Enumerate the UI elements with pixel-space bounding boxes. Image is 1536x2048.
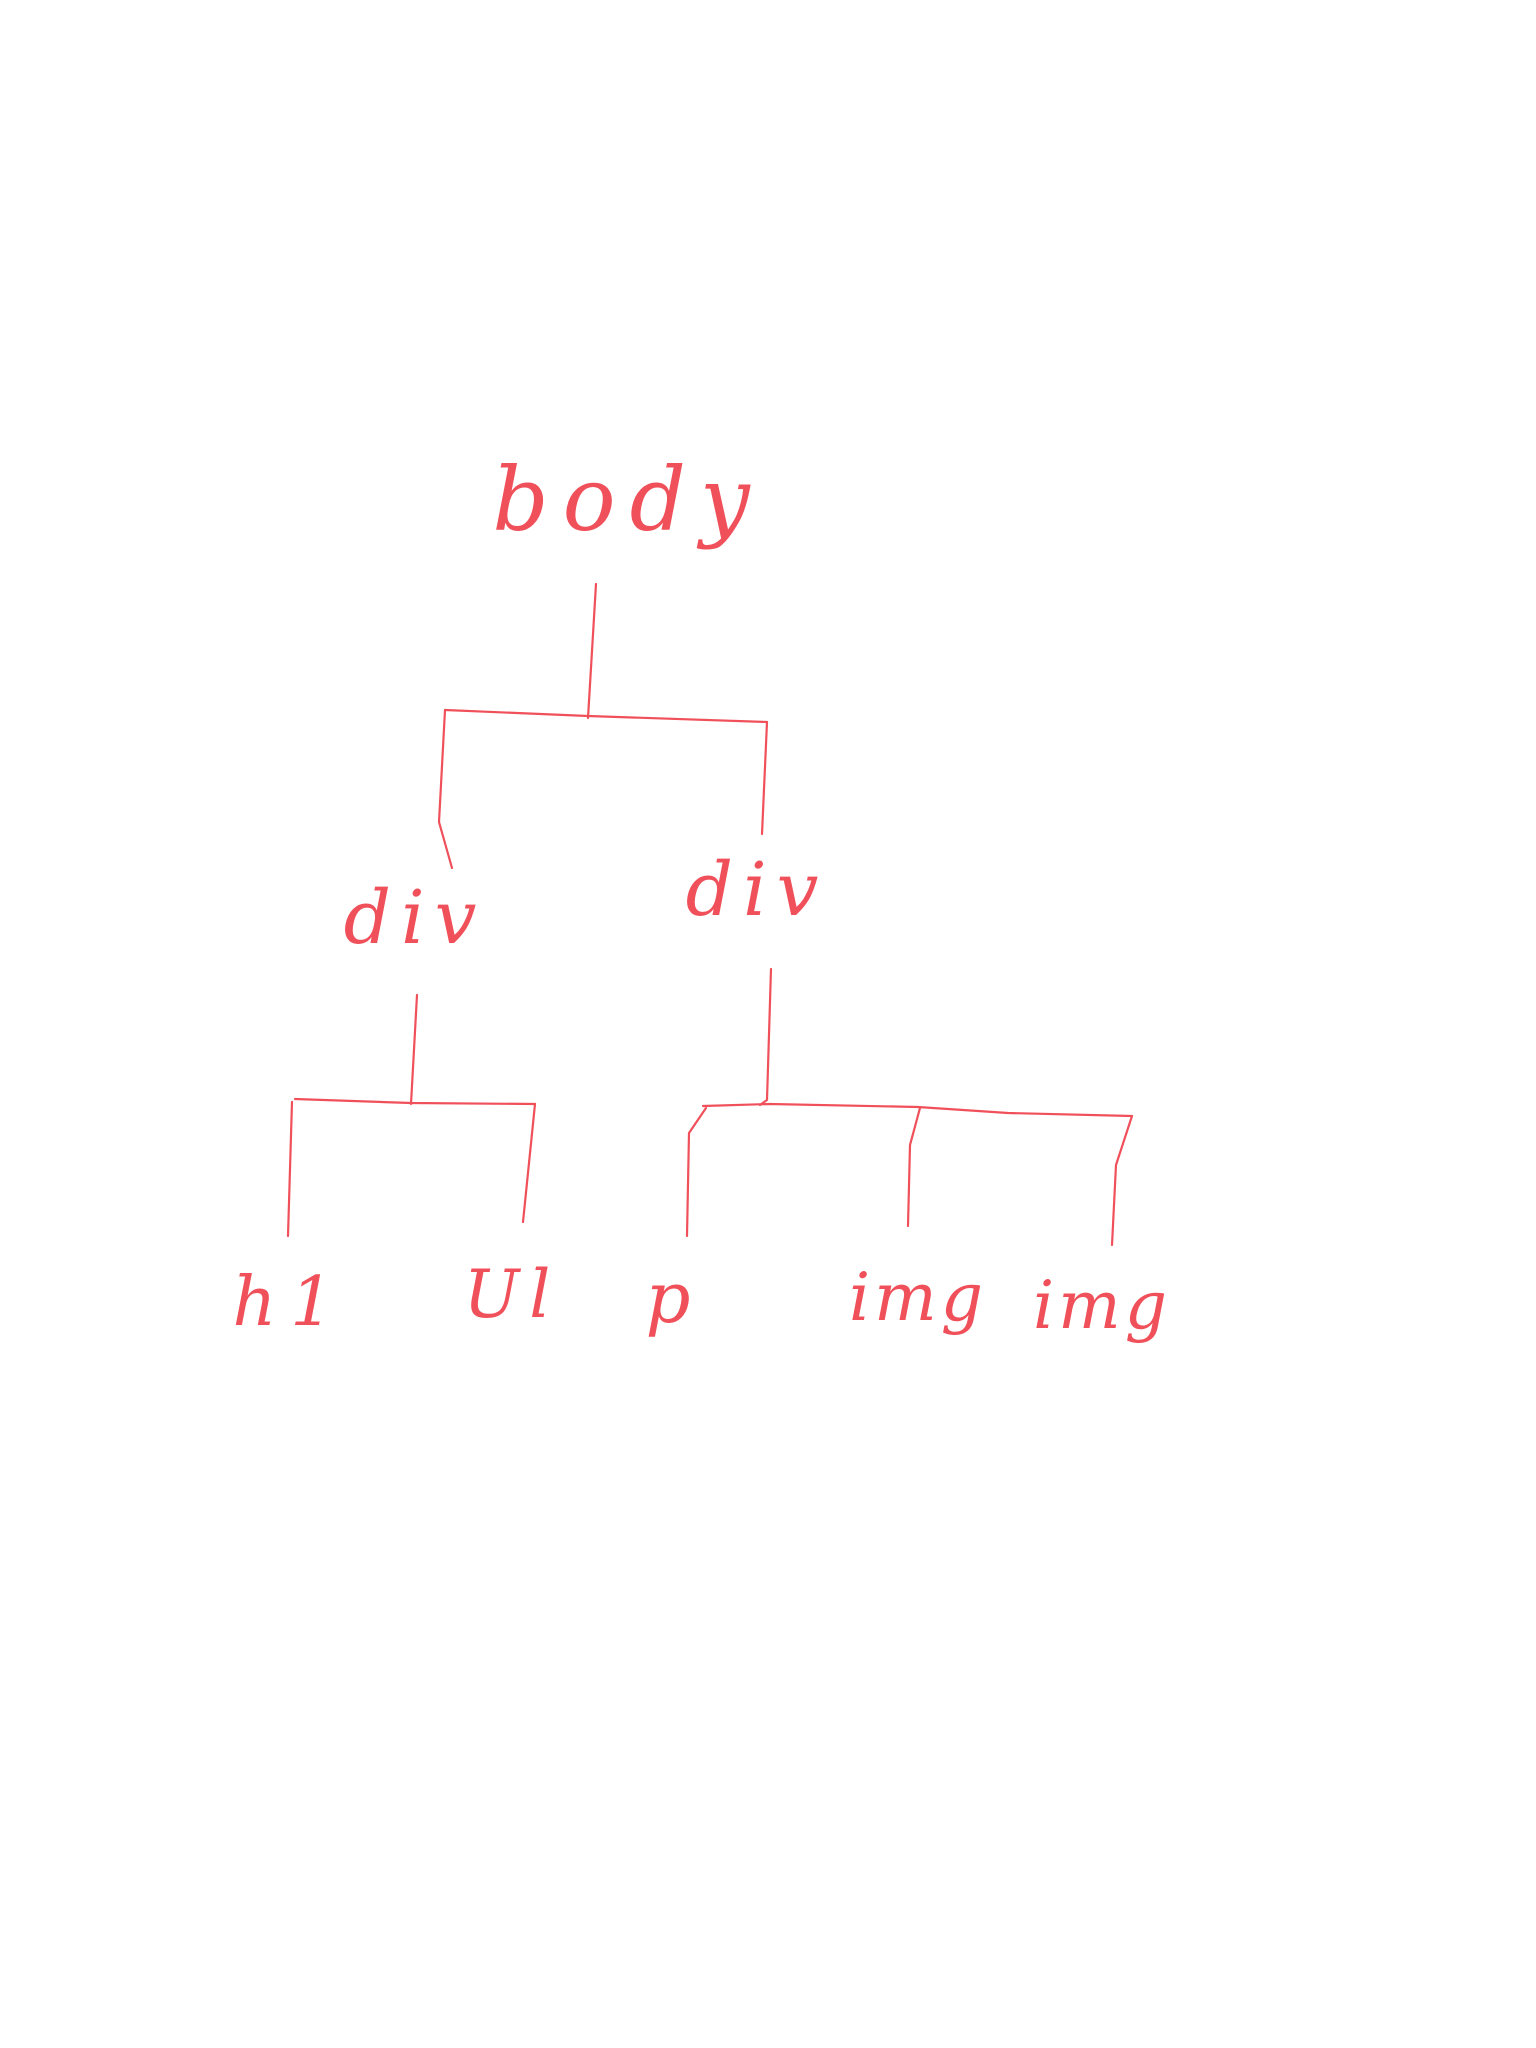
connector-div-right-bracket [701,1102,1134,1118]
connector-drop-p [685,1106,708,1238]
node-div-right: div [685,847,829,933]
node-p: p [645,1257,701,1339]
connector-div-left-bracket [293,1097,537,1106]
connector-drop-div-right [760,720,769,836]
connector-body-stem [586,582,598,720]
connector-div-left-stem [409,993,419,1106]
connector-body-bracket [443,708,769,724]
node-ul: Ul [463,1256,561,1333]
connector-drop-div-left [437,708,454,870]
node-body: body [492,448,764,551]
connector-drop-img-2 [1110,1114,1134,1247]
node-img-first: img [849,1259,987,1336]
node-img-second: img [1033,1267,1171,1344]
connector-drop-ul [521,1102,537,1224]
connector-drop-h1 [286,1100,294,1238]
connector-drop-img-1 [906,1106,922,1228]
node-div-left: div [343,875,487,961]
node-h1: h1 [232,1263,348,1342]
connector-div-right-stem [758,967,773,1107]
